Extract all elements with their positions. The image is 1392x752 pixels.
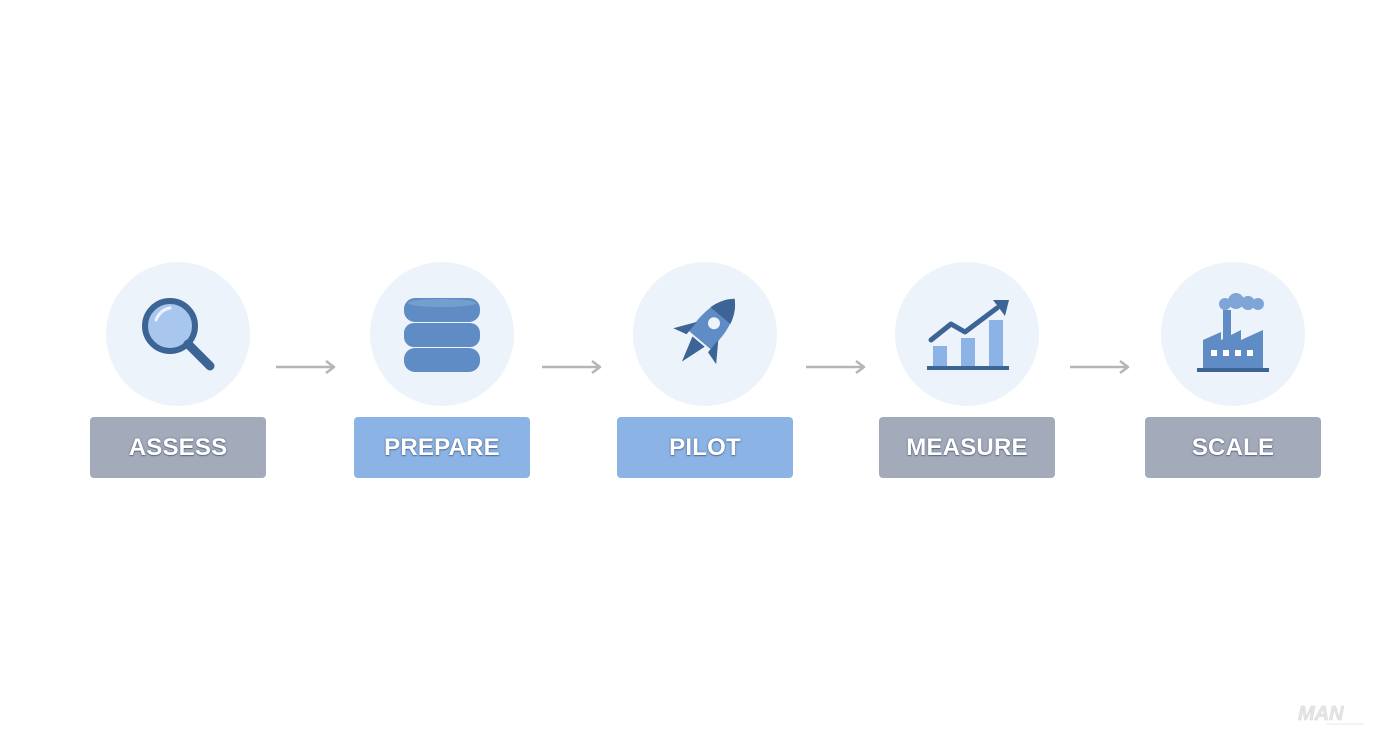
step-icon-circle [633,262,777,406]
arrow-right-icon [276,360,336,374]
step-icon-circle [895,262,1039,406]
step-icon-circle [370,262,514,406]
watermark-logo: MAN [1298,703,1364,725]
step-label: PREPARE [354,417,530,478]
svg-text:MAN: MAN [1298,703,1344,725]
magnifier-icon [142,298,215,371]
arrow-right-icon [1070,360,1130,374]
step-icon-circle [106,262,250,406]
step-pilot: PILOT [615,262,795,482]
rocket-icon [673,298,736,365]
arrow-right-icon [806,360,866,374]
step-icon-circle [1161,262,1305,406]
step-prepare: PREPARE [352,262,532,482]
step-assess: ASSESS [88,262,268,482]
step-label: SCALE [1145,417,1321,478]
step-scale: SCALE [1143,262,1323,482]
database-icon [404,298,480,372]
step-label: PILOT [617,417,793,478]
factory-icon [1197,293,1269,372]
step-measure: MEASURE [877,262,1057,482]
growth-chart-icon [927,300,1009,370]
step-label: MEASURE [879,417,1055,478]
step-label: ASSESS [90,417,266,478]
arrow-right-icon [542,360,602,374]
